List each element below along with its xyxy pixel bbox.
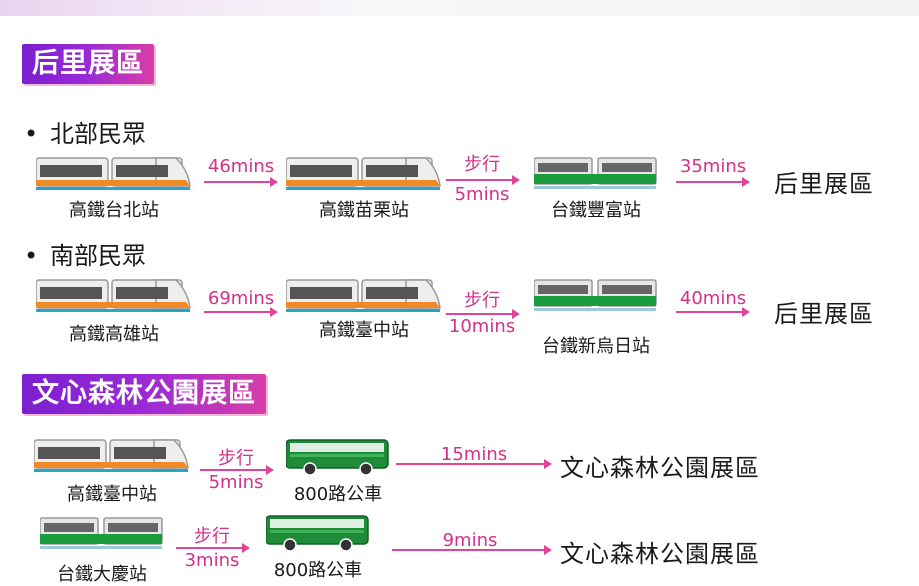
right-arrow-icon [204, 307, 278, 317]
bus-icon [266, 515, 369, 552]
bus-800-label-1: 800路公車 [293, 484, 383, 505]
right-arrow-icon [176, 543, 250, 553]
local-train-icon [40, 517, 163, 549]
leg2-time-south: 40mins [679, 288, 747, 309]
leg-time-route1: 15mins [440, 444, 508, 465]
bullet-north-label: 北部民眾 [50, 120, 146, 148]
leg1-time-south: 69mins [207, 288, 275, 309]
destination-wenxin-2: 文心森林公園展區 [560, 540, 760, 568]
destination-houli-south: 后里展區 [774, 300, 874, 328]
section-badge-wenxin: 文心森林公園展區 [22, 374, 266, 414]
high-speed-train-icon [286, 157, 441, 190]
walk-time-south: 10mins [448, 316, 516, 337]
right-arrow-icon [676, 177, 750, 187]
right-arrow-icon [396, 459, 552, 469]
station-taichung-hsr-2: 高鐵臺中站 [67, 484, 157, 505]
right-arrow-icon [392, 545, 552, 555]
destination-wenxin-1: 文心森林公園展區 [560, 454, 760, 482]
walk-label-route2: 步行 [194, 526, 230, 547]
station-taipei-hsr: 高鐵台北站 [69, 200, 159, 221]
walk-time-route2: 3mins [184, 550, 240, 571]
station-taichung-hsr: 高鐵臺中站 [319, 320, 409, 341]
local-train-icon [534, 157, 657, 189]
bus-icon [286, 439, 389, 476]
right-arrow-icon [200, 465, 274, 475]
section-badge-houli: 后里展區 [22, 44, 154, 84]
high-speed-train-icon [34, 439, 189, 472]
right-arrow-icon [446, 175, 520, 185]
walk-label-north: 步行 [464, 154, 500, 175]
station-daqing-tra: 台鐵大慶站 [57, 564, 147, 585]
walk-label-south: 步行 [464, 290, 500, 311]
station-kaohsiung-hsr: 高鐵高雄站 [69, 324, 159, 345]
right-arrow-icon [676, 307, 750, 317]
station-miaoli-hsr: 高鐵苗栗站 [319, 200, 409, 221]
leg1-time-north: 46mins [207, 156, 275, 177]
bus-800-label-2: 800路公車 [273, 560, 363, 581]
right-arrow-icon [446, 309, 520, 319]
high-speed-train-icon [36, 157, 191, 190]
local-train-icon [534, 279, 657, 311]
station-fengfu-tra: 台鐵豐富站 [551, 200, 641, 221]
walk-time-route1: 5mins [208, 472, 264, 493]
bullet-south: •南部民眾 [24, 242, 146, 270]
leg-time-route2: 9mins [442, 530, 498, 551]
high-speed-train-icon [36, 279, 191, 312]
walk-label-route1: 步行 [218, 448, 254, 469]
top-gradient-bar [0, 0, 919, 16]
leg2-time-north: 35mins [679, 156, 747, 177]
high-speed-train-icon [286, 279, 441, 312]
station-xinwuri-tra: 台鐵新烏日站 [542, 336, 650, 357]
bullet-north: •北部民眾 [24, 120, 146, 148]
right-arrow-icon [204, 177, 278, 187]
walk-time-north: 5mins [454, 184, 510, 205]
destination-houli-north: 后里展區 [774, 170, 874, 198]
bullet-south-label: 南部民眾 [50, 242, 146, 270]
